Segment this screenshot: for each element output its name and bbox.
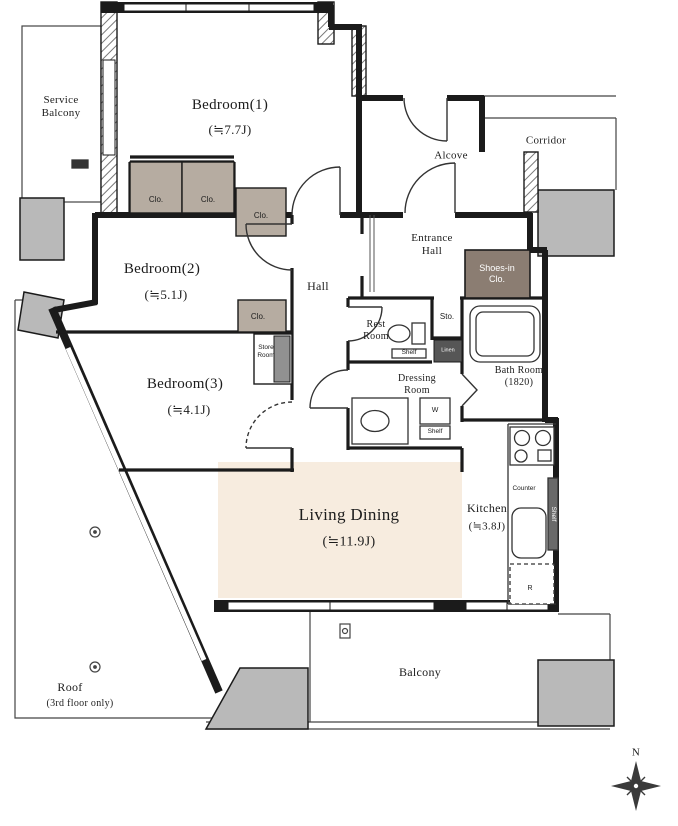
label-bedroom3-size: (≒4.1J) (167, 402, 211, 418)
entrance-step (369, 215, 375, 292)
label-kitchen-size: (≒3.8J) (468, 520, 506, 533)
label-rest-room: Rest Room (363, 319, 389, 342)
window-mullions-bottom (329, 602, 508, 610)
column-top-right (537, 189, 615, 257)
service-balcony-window (102, 59, 116, 156)
diagonal-window (65, 347, 207, 661)
label-closet-1: Clo. (148, 195, 164, 205)
hatched-wall-right (523, 151, 539, 213)
label-closet-4: Clo. (250, 312, 266, 322)
door-fold-bath (461, 373, 478, 407)
grill-icon (537, 449, 552, 462)
label-corridor: Corridor (525, 134, 567, 147)
living-window (227, 601, 435, 611)
window-mullions (185, 4, 250, 11)
linen-box (433, 339, 463, 363)
service-balcony-step (71, 159, 89, 169)
door-arc-bedroom3 (245, 401, 293, 449)
bedroom1-window (123, 3, 315, 12)
label-bedroom3: Bedroom(3) (146, 376, 224, 392)
store-room-shelf (273, 335, 291, 383)
label-bedroom1-size: (≒7.7J) (208, 122, 252, 138)
column-balcony (204, 667, 309, 730)
drain-dot-icon (93, 530, 97, 534)
windows (101, 2, 558, 612)
toilet-tank-icon (411, 322, 426, 345)
door-arc-rest-room (347, 306, 383, 342)
sink-icon (511, 507, 547, 559)
drain-dot-icon (93, 665, 97, 669)
label-living-dining-size: (≒11.9J) (322, 534, 376, 550)
label-shelf-kitchen: Shelf (549, 506, 557, 522)
closet-box-1 (129, 161, 183, 214)
label-living-dining: Living Dining (298, 504, 400, 524)
dressing-shelf-box (419, 425, 451, 440)
diagonal-wall (48, 306, 223, 694)
label-bedroom2-size: (≒5.1J) (144, 287, 188, 303)
column-bottom-right (537, 659, 615, 727)
closet-box-2 (181, 161, 235, 214)
label-kitchen: Kitchen (466, 500, 508, 515)
label-storage: Sto. (439, 312, 455, 322)
doors (245, 97, 478, 449)
refrigerator-box (509, 563, 555, 605)
shoes-in-closet-box (464, 249, 531, 299)
washer-box (419, 397, 451, 425)
door-arc-alcove (403, 97, 448, 142)
vanity-sink-icon (360, 409, 390, 433)
pipe-dot-icon (341, 627, 349, 635)
toilet-bowl-icon (387, 324, 411, 343)
closet-box-4 (237, 299, 287, 333)
roof-outline (14, 299, 214, 719)
label-alcove: Alcove (434, 149, 468, 162)
living-dining-floor (218, 462, 462, 598)
door-arc-bedroom2 (245, 223, 293, 271)
bathtub-inner-icon (475, 311, 535, 357)
door-arc-dressing (309, 369, 349, 409)
drain-icon (89, 526, 101, 538)
label-bath-room: Bath Room (1820) (494, 365, 544, 388)
label-counter: Counter (512, 485, 536, 493)
closets (129, 161, 531, 385)
compass-center (633, 783, 639, 789)
label-closet-3: Clo. (253, 211, 269, 221)
fixtures (71, 159, 559, 605)
label-shoes-in-closet: Shoes-in Clo. (479, 263, 515, 284)
label-roof: Roof (57, 679, 83, 694)
label-service-balcony: Service Balcony (41, 93, 81, 119)
compass-rose-icon (611, 761, 661, 811)
structural-columns (17, 189, 615, 730)
label-roof-note: (3rd floor only) (46, 698, 114, 709)
drain-icon (89, 661, 101, 673)
label-entrance-hall: Entrance Hall (411, 231, 453, 257)
column-top-left (19, 197, 65, 261)
label-dressing-room: Dressing Room (398, 373, 436, 396)
kitchen-shelf-box (547, 477, 559, 551)
label-bedroom1: Bedroom(1) (191, 97, 269, 113)
column-left-diagonal (17, 291, 65, 339)
door-arc-entrance (404, 162, 456, 214)
closet-box-3 (235, 187, 287, 237)
label-refrigerator: R (527, 584, 533, 592)
label-hall: Hall (307, 278, 329, 293)
label-store-room: Store Room (257, 344, 275, 359)
roof-drains (89, 526, 101, 673)
label-balcony: Balcony (398, 664, 442, 679)
burner-icon (513, 429, 531, 447)
label-linen: Linen (441, 347, 455, 354)
label-shelf-restroom: Shelf (401, 349, 417, 357)
label-shelf-dressing: Shelf (427, 428, 443, 436)
door-arc-bedroom1 (291, 166, 341, 216)
pipe-icon (339, 623, 351, 639)
label-washer: W (431, 406, 439, 414)
label-compass-n: N (631, 746, 641, 759)
burner-icon (514, 449, 528, 463)
label-bedroom2: Bedroom(2) (123, 261, 201, 277)
label-closet-2: Clo. (200, 195, 216, 205)
restroom-shelf-box (391, 348, 427, 359)
burner-icon (534, 429, 552, 447)
corridor-outline (482, 95, 617, 190)
